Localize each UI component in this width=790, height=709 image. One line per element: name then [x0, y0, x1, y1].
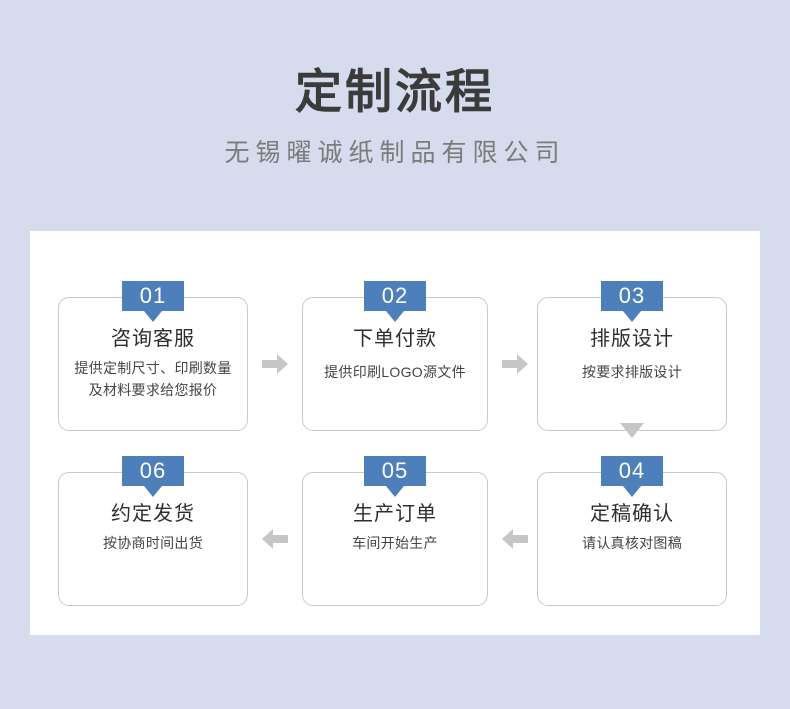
- step-number-badge-03: 03: [601, 281, 663, 311]
- step-title-06: 约定发货: [111, 503, 195, 525]
- flow-step-02[interactable]: 02 下单付款 提供印刷LOGO源文件: [302, 281, 488, 431]
- step-number-badge-06: 06: [122, 456, 184, 486]
- flow-step-03[interactable]: 03 排版设计 按要求排版设计: [537, 281, 727, 431]
- step-number-badge-05: 05: [364, 456, 426, 486]
- flow-step-05[interactable]: 05 生产订单 车间开始生产: [302, 456, 488, 606]
- arrow-step3-to-step4-icon: [620, 423, 644, 438]
- flow-step-06[interactable]: 06 约定发货 按协商时间出货: [58, 456, 248, 606]
- page-header: 定制流程 无锡曜诚纸制品有限公司: [0, 0, 790, 169]
- arrow-step4-to-step5-icon: [502, 529, 528, 549]
- step-description-01: 提供定制尺寸、印刷数量及材料要求给您报价: [74, 360, 232, 398]
- step-title-04: 定稿确认: [590, 503, 674, 525]
- step-description-02: 提供印刷LOGO源文件: [324, 364, 466, 380]
- flow-card: 01 咨询客服 提供定制尺寸、印刷数量及材料要求给您报价 02 下单付款 提供印…: [30, 231, 760, 635]
- step-number-badge-02: 02: [364, 281, 426, 311]
- arrow-step2-to-step3-icon: [502, 354, 528, 374]
- step-title-01: 咨询客服: [111, 328, 195, 350]
- step-number-badge-01: 01: [122, 281, 184, 311]
- flow-step-04[interactable]: 04 定稿确认 请认真核对图稿: [537, 456, 727, 606]
- step-description-05: 车间开始生产: [352, 535, 438, 551]
- step-title-03: 排版设计: [590, 328, 674, 350]
- step-title-02: 下单付款: [353, 328, 437, 350]
- arrow-step5-to-step6-icon: [262, 529, 288, 549]
- step-description-04: 请认真核对图稿: [581, 535, 683, 551]
- step-description-03: 按要求排版设计: [581, 364, 683, 380]
- arrow-step1-to-step2-icon: [262, 354, 288, 374]
- step-title-05: 生产订单: [353, 503, 437, 525]
- company-name-subtitle: 无锡曜诚纸制品有限公司: [224, 139, 566, 168]
- step-number-badge-04: 04: [601, 456, 663, 486]
- step-description-06: 按协商时间出货: [102, 535, 204, 551]
- page-title: 定制流程: [295, 65, 495, 118]
- flow-step-01[interactable]: 01 咨询客服 提供定制尺寸、印刷数量及材料要求给您报价: [58, 281, 248, 431]
